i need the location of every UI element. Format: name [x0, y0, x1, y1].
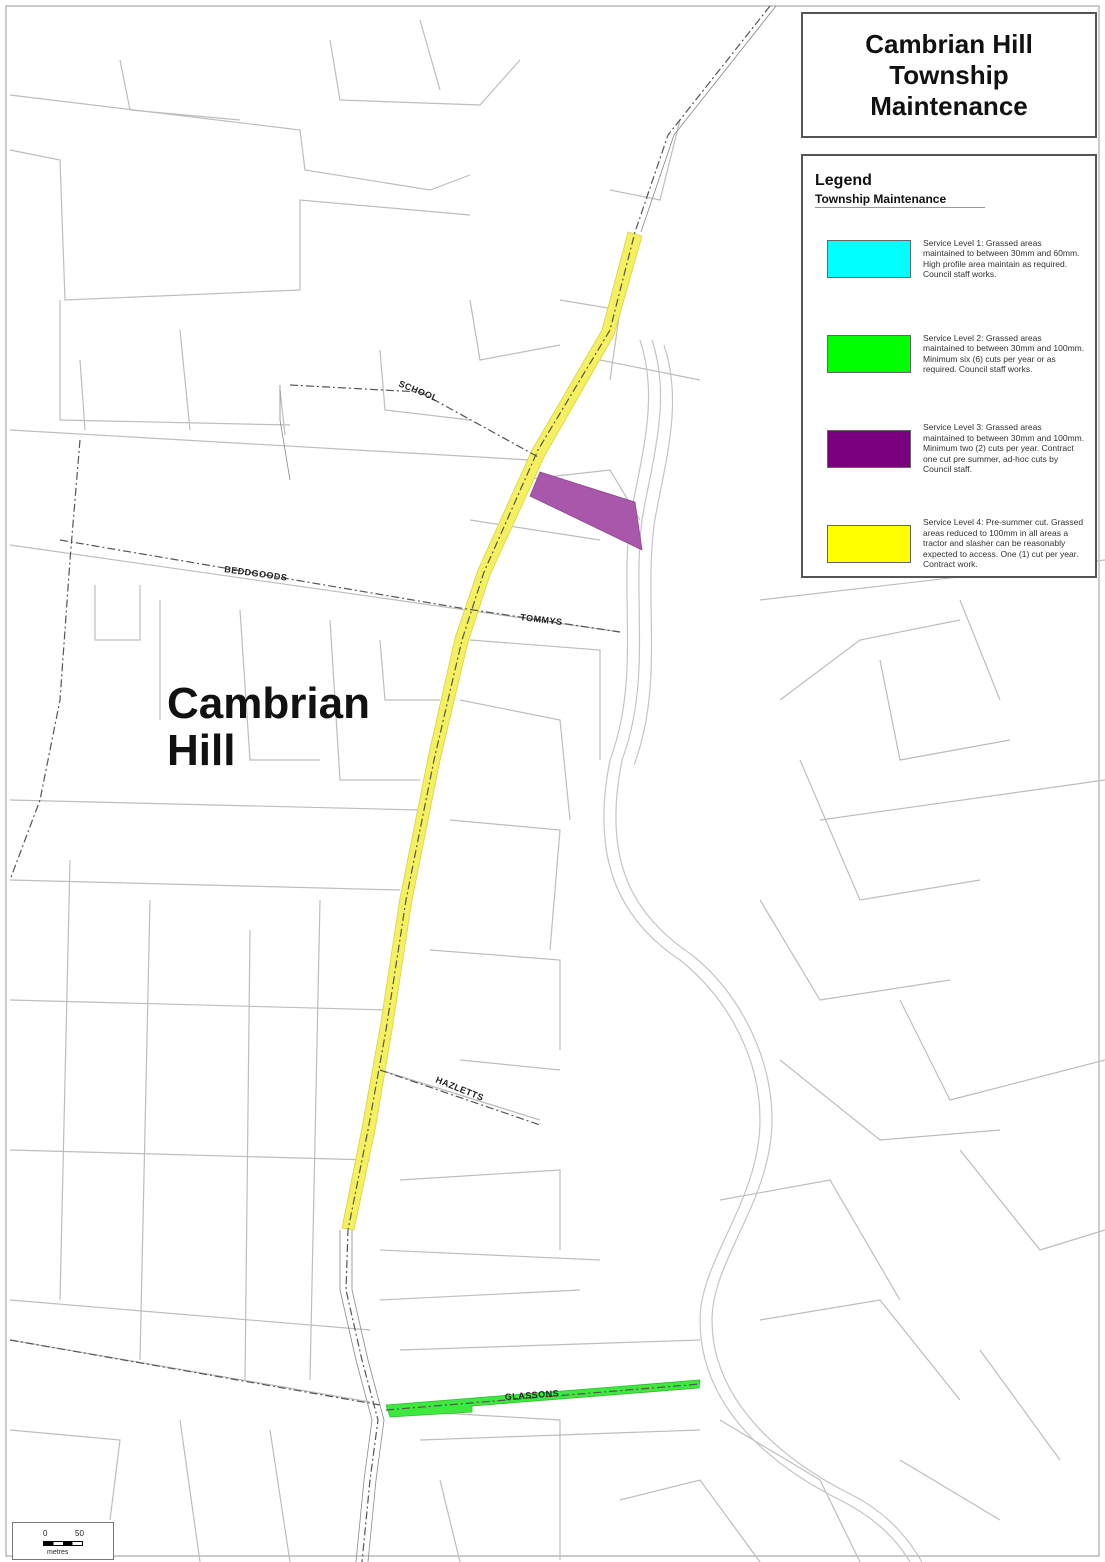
road-edges	[279, 5, 777, 1562]
scale-bar: 0 50 metres	[12, 1522, 114, 1560]
legend-item-level-1: Service Level 1: Grassed areas maintaine…	[815, 214, 1085, 303]
place-label: Cambrian Hill	[167, 680, 370, 774]
parcel-boundaries	[9, 19, 1105, 1562]
map-title-box: Cambrian Hill Township Maintenance	[801, 12, 1097, 138]
street-label-glassons: GLASSONS	[504, 1388, 559, 1402]
legend-item-level-2: Service Level 2: Grassed areas maintaine…	[815, 309, 1085, 398]
creek	[603, 339, 923, 1562]
legend-item-level-4: Service Level 4: Pre-summer cut. Grassed…	[815, 499, 1085, 588]
service-level-4-area	[341, 231, 643, 1231]
legend-swatch-level-1	[827, 239, 911, 278]
service-level-2-area	[385, 1379, 701, 1418]
scale-start-label: 0	[43, 1529, 48, 1538]
legend-swatch-level-4	[827, 524, 911, 563]
place-label-line: Cambrian	[167, 679, 370, 728]
legend-text-level-3: Service Level 3: Grassed areas maintaine…	[923, 422, 1085, 475]
legend-swatch-level-2	[827, 334, 911, 373]
scale-unit-label: metres	[47, 1549, 69, 1556]
scale-end-label: 50	[75, 1529, 84, 1538]
legend-item-level-3: Service Level 3: Grassed areas maintaine…	[815, 404, 1085, 493]
map-title-line: Maintenance	[870, 90, 1028, 121]
road-centrelines	[9, 5, 771, 1562]
map-title-line: Cambrian Hill	[865, 28, 1033, 59]
legend-box: Legend Township Maintenance Service Leve…	[801, 154, 1097, 578]
place-label-line: Hill	[167, 726, 236, 775]
legend-text-level-2: Service Level 2: Grassed areas maintaine…	[923, 332, 1085, 375]
service-level-3-area	[529, 471, 643, 551]
legend-swatch-level-3	[827, 429, 911, 468]
legend-text-level-1: Service Level 1: Grassed areas maintaine…	[923, 237, 1080, 280]
legend-title: Legend	[815, 172, 872, 189]
map-title-line: Township	[889, 59, 1009, 90]
legend-text-level-4: Service Level 4: Pre-summer cut. Grassed…	[923, 517, 1084, 570]
scale-bar-graphic	[43, 1541, 83, 1546]
legend-subtitle: Township Maintenance	[815, 192, 985, 208]
